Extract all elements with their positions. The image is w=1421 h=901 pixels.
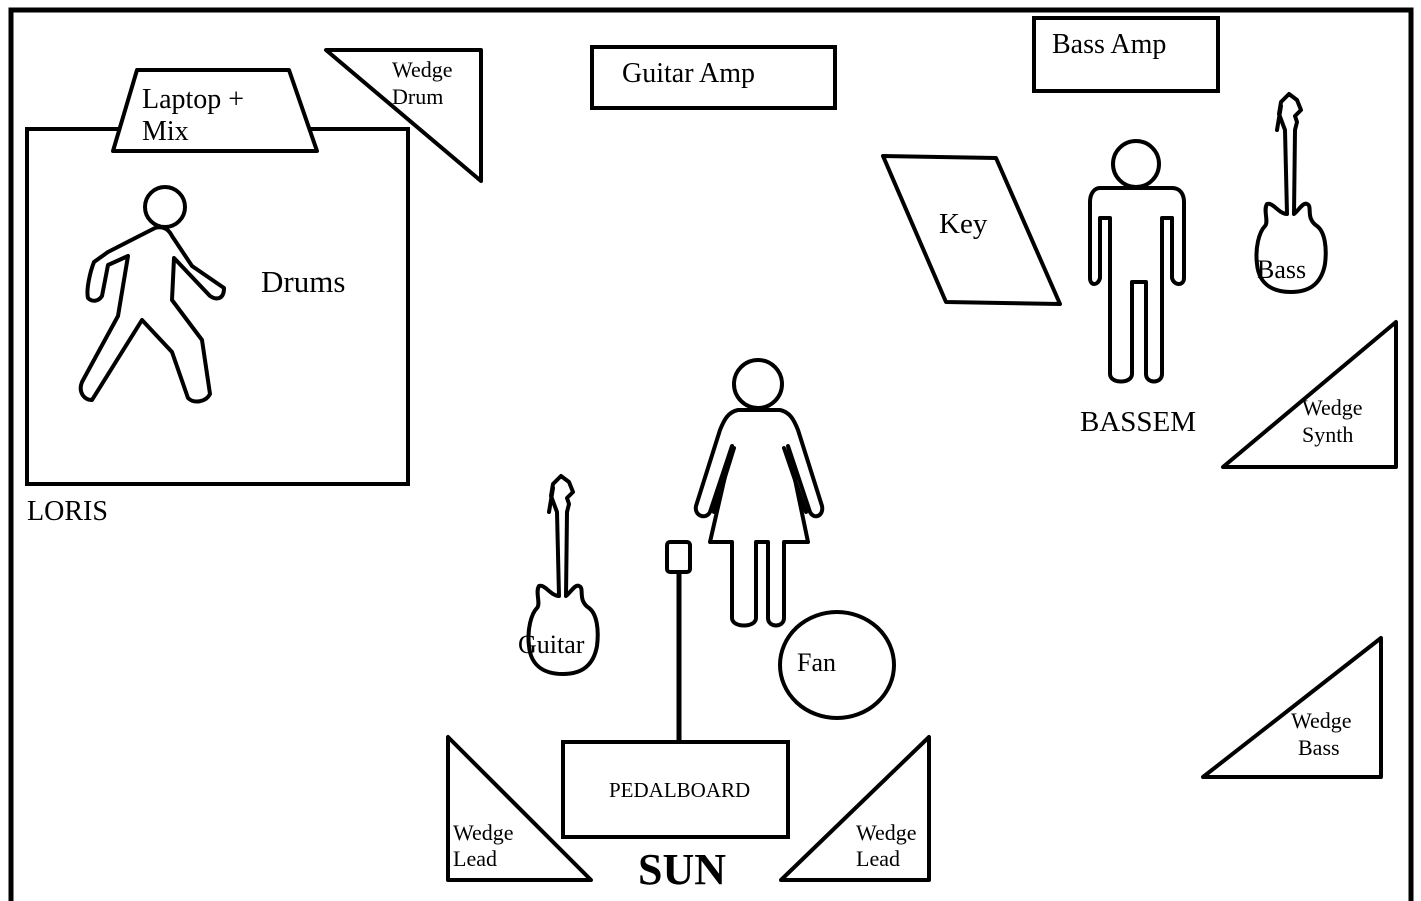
wedge-drum-label-line1: Wedge [392,57,453,82]
wedge-bass-label-line2: Bass [1298,735,1340,760]
bass-player: BASSEM [1080,139,1196,438]
laptop-mix-trapezoid [111,68,319,153]
bass-amp-box [1032,16,1220,93]
wedge-drum: Wedge Drum [324,48,483,183]
pedalboard: PEDALBOARD [561,740,790,839]
wedge-bass: Wedge Bass [1201,636,1383,779]
wedge-lead-left: Wedge Lead [446,735,593,882]
lead-singer [693,358,825,628]
pedalboard-box [561,740,790,839]
wedge-lead-left-label-line1: Wedge [453,820,514,845]
loris-label: LORIS [27,496,108,527]
wedge-lead-right: Wedge Lead [779,735,931,882]
keyboard-parallelogram [881,154,1062,306]
guitar-amp: Guitar Amp [590,45,837,110]
mic-stand-icon [665,540,692,742]
drum-riser [25,127,410,486]
bass-guitar: Bass [1254,92,1328,294]
fan-circle [778,610,896,720]
wedge-drum-triangle [324,48,483,183]
fan: Fan [778,610,896,720]
sun-label: SUN [638,845,726,894]
wedge-synth-label-line2: Synth [1302,422,1353,447]
wedge-synth-label-line1: Wedge [1302,395,1363,420]
wedge-lead-right-label-line1: Wedge [856,820,917,845]
guitar-label: Guitar [518,630,585,659]
drums-label: Drums [261,264,345,299]
woman-figure-icon [693,358,825,628]
pedalboard-label: PEDALBOARD [609,778,750,802]
lead-guitar: Guitar [518,474,600,676]
bass-amp-label: Bass Amp [1052,29,1166,60]
key-label: Key [939,208,988,240]
wedge-lead-right-triangle [779,735,931,882]
man-figure-icon [1088,139,1186,384]
wedge-bass-label-line1: Wedge [1291,708,1352,733]
wedge-synth: Wedge Synth [1221,320,1398,469]
wedge-lead-left-label-line2: Lead [453,846,497,871]
wedge-lead-right-label-line2: Lead [856,846,900,871]
drums-area: Laptop + Mix Drums LORIS [25,68,410,527]
guitar-amp-label: Guitar Amp [622,58,755,89]
bassem-label: BASSEM [1080,406,1196,438]
laptop-mix-label-line1: Laptop + [142,84,244,115]
stage-border [8,7,1414,901]
keyboard: Key [881,154,1062,306]
fan-label: Fan [797,648,836,677]
bass-guitar-label: Bass [1257,255,1306,284]
laptop-mix-label-line2: Mix [142,116,189,147]
wedge-lead-left-triangle [446,735,593,882]
bass-amp: Bass Amp [1032,16,1220,93]
guitar-amp-box [590,45,837,110]
walking-person-icon [78,185,226,404]
wedge-bass-triangle [1201,636,1383,779]
wedge-synth-triangle [1221,320,1398,469]
wedge-drum-label-line2: Drum [392,84,443,109]
